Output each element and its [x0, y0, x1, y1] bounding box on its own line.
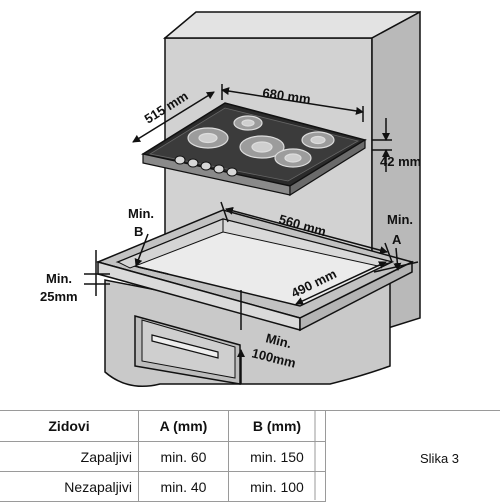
figure-caption: Slika 3 — [420, 451, 460, 466]
label-min-25-line2: 25mm — [40, 289, 78, 304]
dimension-lines — [84, 84, 419, 384]
table-row: Zapaljivi min. 60 min. 150 — [0, 441, 326, 472]
label-hob-width: 680 mm — [262, 85, 312, 107]
control-knobs — [174, 155, 238, 177]
row-value-a: min. 60 — [138, 441, 229, 472]
label-min-100-line1: Min. — [264, 330, 293, 351]
label-min-b-line2: B — [134, 224, 143, 239]
table-frame — [0, 410, 500, 500]
label-hob-height: 42 mm — [380, 154, 421, 169]
label-min-a-line2: A — [392, 232, 402, 247]
row-label: Zapaljivi — [0, 441, 139, 472]
label-min-a-line1: Min. — [387, 212, 413, 227]
header-a: A (mm) — [138, 410, 229, 442]
table-row: Nezapaljivi min. 40 min. 100 — [0, 471, 326, 502]
installation-diagram: 515 mm 680 mm 42 mm 560 mm 490 mm Min. B… — [40, 10, 421, 387]
row-label: Nezapaljivi — [0, 471, 139, 502]
row-value-a: min. 40 — [138, 471, 229, 502]
label-min-25-line1: Min. — [46, 271, 72, 286]
row-value-b: min. 150 — [228, 441, 326, 472]
row-value-b: min. 100 — [228, 471, 326, 502]
label-min-b-line1: Min. — [128, 206, 154, 221]
